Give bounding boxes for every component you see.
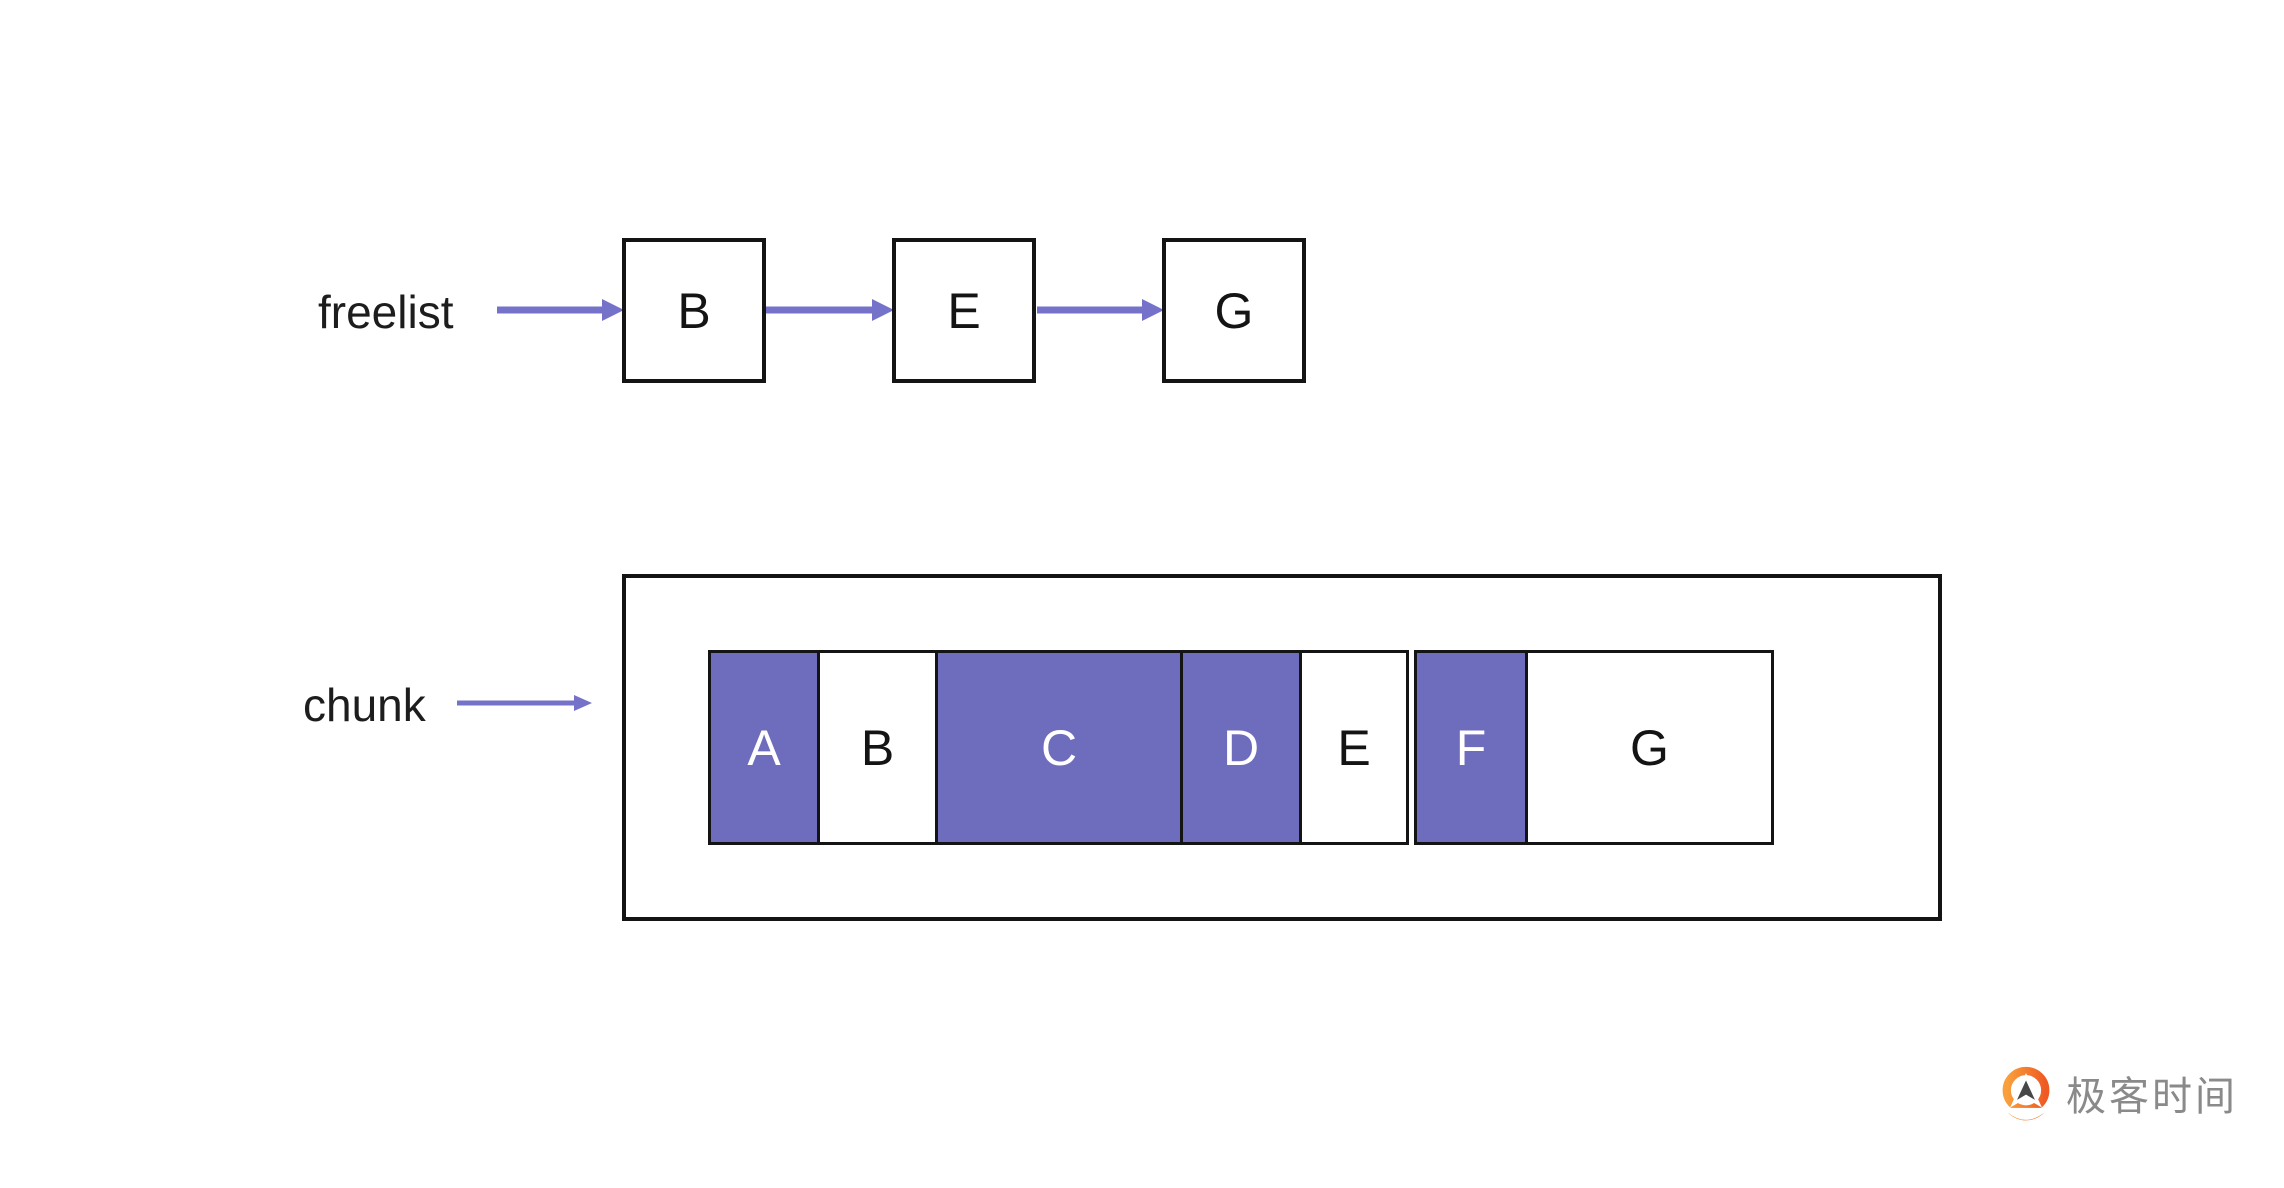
- chunk-block-g-free: G: [1525, 650, 1774, 845]
- chunk-block-e-letter: E: [1337, 719, 1371, 776]
- arrow-b-to-e: [766, 298, 892, 322]
- geektime-logo-text: 极客时间: [2066, 1075, 2238, 1119]
- chunk-label: chunk: [303, 679, 426, 731]
- arrow-e-to-g: [1037, 298, 1162, 322]
- chunk-block-d-allocated: D: [1180, 650, 1302, 845]
- freelist-node-e: E: [892, 238, 1036, 383]
- geektime-logo: 极客时间: [2000, 1066, 2238, 1128]
- chunk-block-c-letter: C: [1040, 719, 1078, 776]
- chunk-block-b-free: B: [817, 650, 938, 845]
- freelist-node-g-letter: G: [1214, 282, 1254, 339]
- chunk-block-f-letter: F: [1455, 719, 1487, 776]
- chunk-block-g-letter: G: [1630, 719, 1669, 776]
- chunk-block-a-letter: A: [747, 719, 781, 776]
- freelist-node-b: B: [622, 238, 766, 383]
- chunk-block-b-letter: B: [860, 719, 895, 776]
- chunk-block-e-free: E: [1299, 650, 1409, 845]
- chunk-block-f-allocated: F: [1414, 650, 1528, 845]
- freelist-node-b-letter: B: [677, 282, 711, 339]
- arrow-chunk-pointer: [457, 691, 590, 715]
- freelist-label: freelist: [318, 286, 454, 338]
- chunk-block-c-allocated: C: [935, 650, 1183, 845]
- arrow-freelist-to-b: [497, 298, 622, 322]
- geektime-logo-icon: [2002, 1066, 2050, 1121]
- freelist-node-e-letter: E: [947, 282, 981, 339]
- freelist-node-g: G: [1162, 238, 1306, 383]
- chunk-block-a-allocated: A: [708, 650, 820, 845]
- chunk-block-d-letter: D: [1222, 719, 1260, 776]
